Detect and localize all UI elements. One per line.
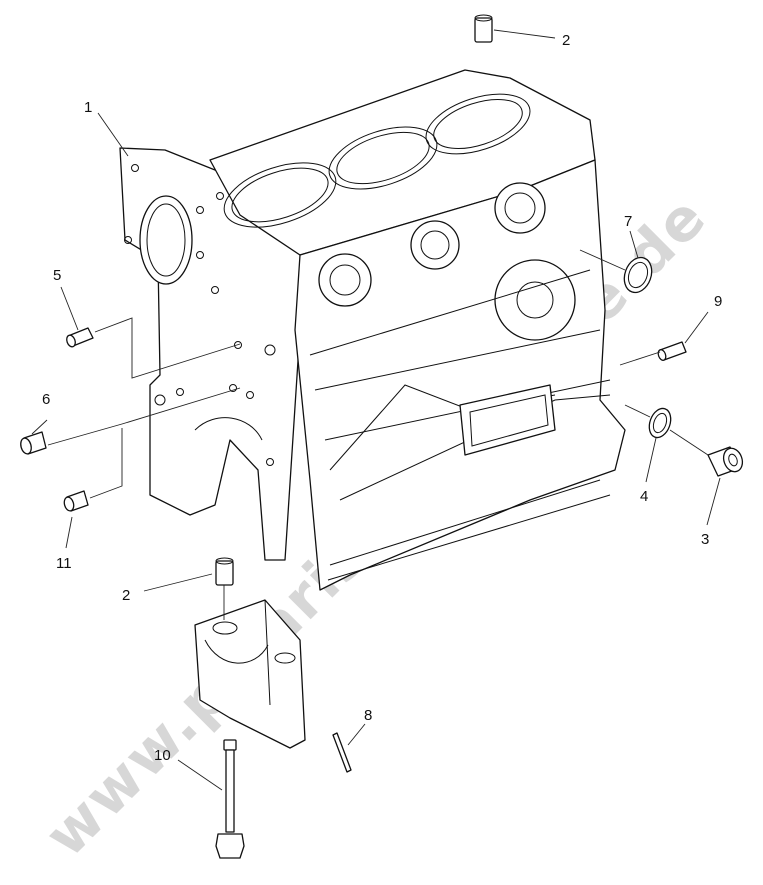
leader-lines	[31, 29, 721, 791]
dowel-lower	[215, 557, 234, 586]
plug-bolt-3	[707, 446, 744, 477]
washer-4	[648, 407, 672, 439]
bolt-10	[215, 739, 245, 859]
callout-4: 4	[640, 488, 648, 505]
plug-5	[66, 327, 94, 348]
dowel-top	[474, 14, 493, 43]
callout-labels: 1 2 2 3 4 5 6 7 8 9 10 11	[42, 32, 722, 764]
callout-2-top: 2	[562, 32, 570, 49]
callout-1: 1	[84, 99, 92, 116]
callout-10: 10	[154, 747, 171, 764]
plug-11	[63, 490, 89, 512]
ring-7	[623, 256, 653, 294]
bearing-cap	[194, 599, 306, 749]
callout-6: 6	[42, 391, 50, 408]
engine-block	[119, 69, 626, 591]
callout-8: 8	[364, 707, 372, 724]
callout-3: 3	[701, 531, 709, 548]
pin-9	[657, 341, 687, 361]
callout-2-lower: 2	[122, 587, 130, 604]
callout-5: 5	[53, 267, 61, 284]
callout-9: 9	[714, 293, 722, 310]
plug-6	[20, 431, 47, 455]
callout-7: 7	[624, 213, 632, 230]
roll-pin-8	[332, 732, 352, 773]
callout-11: 11	[56, 555, 72, 572]
